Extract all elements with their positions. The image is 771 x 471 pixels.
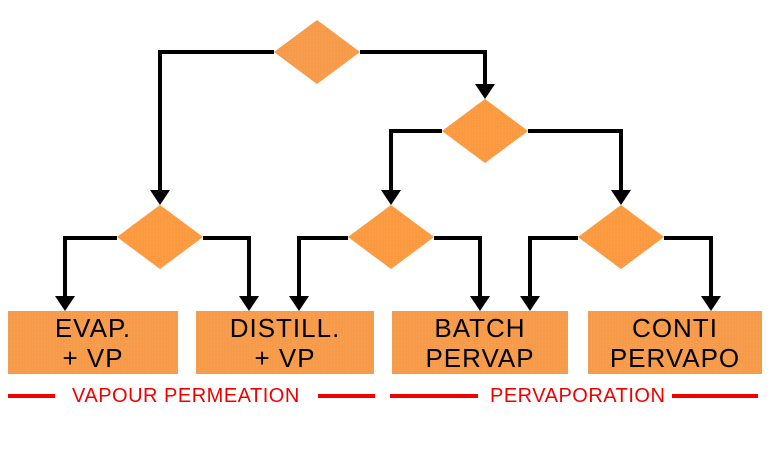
arrowhead-distill-right-icon	[289, 296, 309, 311]
footer-rule-segment	[8, 394, 55, 398]
decision-diamond-right	[442, 99, 528, 163]
result-box-label-line2: + VP	[254, 342, 316, 373]
connector-leftleaf-right-v	[247, 236, 251, 296]
connector-leftleaf-left-v	[63, 236, 67, 296]
decision-diamond-right-leaf	[578, 205, 664, 269]
arrowhead-root-right-icon	[475, 84, 495, 99]
result-box-label-line1: EVAP.	[54, 312, 132, 343]
connector-root-left-v	[158, 50, 162, 190]
decision-diamond-root	[274, 20, 360, 84]
connector-rightleaf-right-v	[709, 236, 713, 296]
connector-leftleaf-right-h	[203, 236, 251, 240]
result-box-conti-pervapo: CONTI PERVAPO	[588, 311, 762, 374]
connector-root-left-h	[158, 50, 274, 54]
connector-root-right-v	[483, 50, 487, 84]
result-box-label-line1: BATCH	[434, 312, 526, 343]
result-box-distill-vp: DISTILL. + VP	[196, 311, 374, 374]
arrowhead-distill-left-icon	[239, 296, 259, 311]
arrowhead-right-right-icon	[611, 190, 631, 205]
footer-rule-segment	[318, 394, 375, 398]
connector-middleleaf-right-v	[478, 236, 482, 296]
connector-leftleaf-left-h	[63, 236, 117, 240]
result-box-label-line1: DISTILL.	[229, 312, 341, 343]
connector-rightleaf-left-h	[528, 236, 578, 240]
arrowhead-right-left-icon	[381, 190, 401, 205]
arrowhead-evap-icon	[55, 296, 75, 311]
connector-right-right-h	[528, 129, 621, 133]
connector-right-right-v	[619, 129, 623, 190]
arrowhead-root-left-icon	[150, 190, 170, 205]
decision-diamond-middle-leaf	[348, 205, 434, 269]
arrowhead-batch-left-icon	[470, 296, 490, 311]
result-box-label-line1: CONTI	[632, 312, 718, 343]
arrowhead-conti-icon	[701, 296, 721, 311]
connector-middleleaf-left-h	[297, 236, 348, 240]
result-box-label-line2: + VP	[62, 342, 124, 373]
connector-middleleaf-right-h	[434, 236, 482, 240]
footer-rule-segment	[390, 394, 478, 398]
decision-diamond-left-leaf	[117, 205, 203, 269]
connector-root-right-h	[360, 50, 487, 54]
connector-right-left-h	[389, 129, 442, 133]
result-box-label-line2: PERVAP	[425, 342, 535, 373]
arrowhead-batch-right-icon	[520, 296, 540, 311]
result-box-evap-vp: EVAP. + VP	[8, 311, 178, 374]
footer-rule-segment	[672, 394, 758, 398]
connector-rightleaf-right-h	[664, 236, 713, 240]
connector-rightleaf-left-v	[528, 236, 532, 296]
connector-middleleaf-left-v	[297, 236, 301, 296]
result-box-label-line2: PERVAPO	[609, 342, 741, 373]
footer-label-pervaporation: PERVAPORATION	[490, 385, 666, 407]
footer-label-vapour-permeation: VAPOUR PERMEATION	[72, 385, 300, 407]
result-box-batch-pervap: BATCH PERVAP	[392, 311, 568, 374]
connector-right-left-v	[389, 129, 393, 190]
